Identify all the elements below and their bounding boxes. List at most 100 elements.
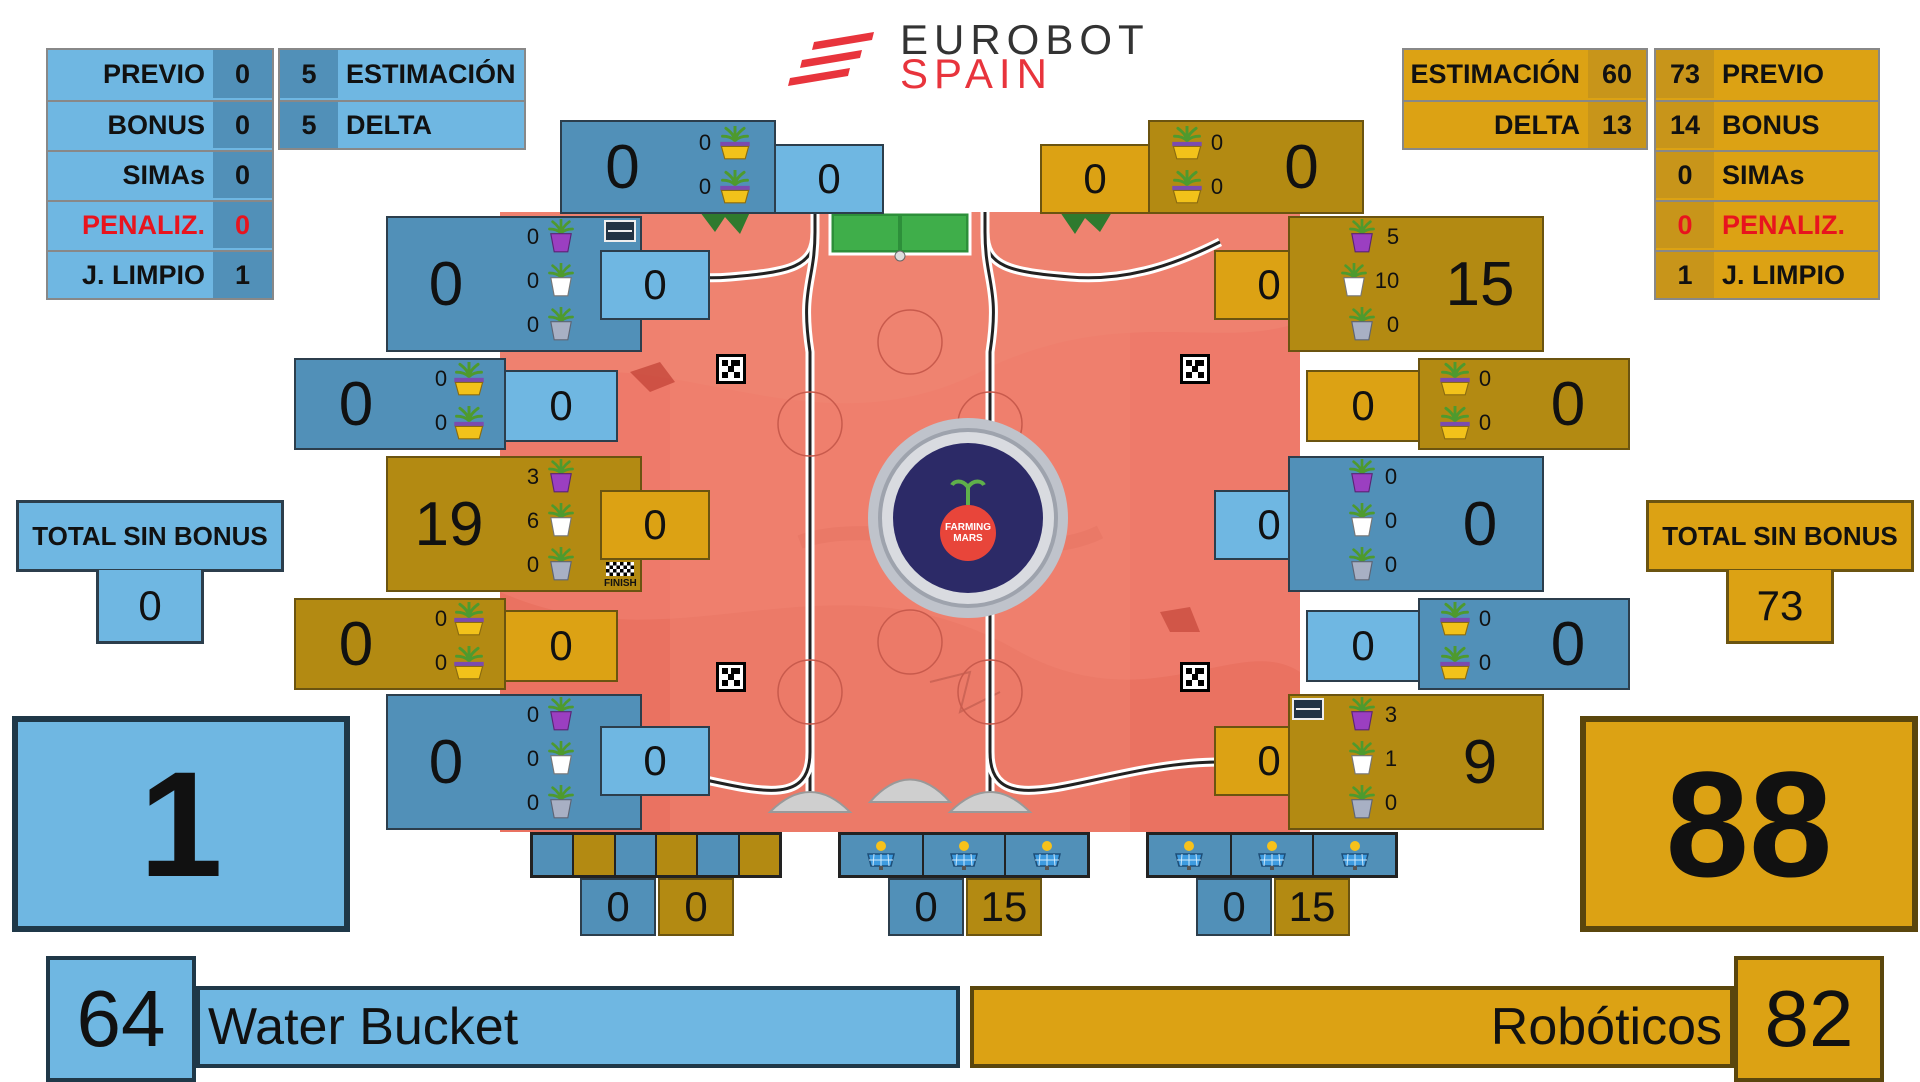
zone-top-left-count1: 0 [698, 130, 712, 155]
left-estimacion-value: 5 [280, 50, 338, 98]
zone-top-right-count2: 0 [1210, 174, 1224, 199]
zone-l3-count2: 6 [526, 508, 540, 533]
farming-mars-badge: FARMING MARS [893, 443, 1043, 593]
right-total-value: 73 [1726, 570, 1834, 644]
zone-l1-count1: 0 [526, 224, 540, 249]
planter-icon [1170, 170, 1204, 204]
right-delta-value: 13 [1588, 100, 1646, 148]
right-score: 88 [1580, 716, 1918, 932]
zone-r4-count2: 0 [1478, 650, 1492, 675]
purple-pot-icon [547, 459, 575, 493]
zone-l1-count3: 0 [526, 312, 540, 337]
solar-panel-icon [1338, 840, 1372, 870]
zone-l1-side: 0 [600, 250, 710, 320]
zone-r5-count3: 0 [1384, 790, 1398, 815]
eurobot-logo-icon [788, 32, 874, 86]
purple-pot-icon [1348, 459, 1376, 493]
zone-top-left-side: 0 [776, 144, 884, 214]
solar-group-1-blue: 0 [580, 878, 656, 936]
zone-l3-count1: 3 [526, 464, 540, 489]
right-previo-value: 73 [1656, 50, 1714, 98]
zone-top-left-score: 0 [605, 132, 640, 202]
zone-l3-side: 0 [600, 490, 710, 560]
zone-l3-count3: 0 [526, 552, 540, 577]
planter-icon [1438, 362, 1472, 396]
purple-pot-icon [547, 219, 575, 253]
solar-panel-icon [864, 840, 898, 870]
left-simas-value: 0 [213, 150, 272, 198]
left-previo-label: PREVIO [102, 58, 205, 89]
grey-pot-icon [547, 785, 575, 819]
start-area-icon [1292, 698, 1324, 720]
zone-l5 [386, 694, 642, 830]
grey-pot-icon [547, 547, 575, 581]
white-pot-icon [1348, 741, 1376, 775]
zone-r1-count1: 5 [1386, 224, 1400, 249]
left-team-name: Water Bucket [196, 986, 960, 1068]
zone-l5-score: 0 [428, 727, 464, 797]
right-team-name: Robóticos [970, 986, 1734, 1068]
zone-r1-count2: 10 [1374, 268, 1400, 293]
zone-r3-score: 0 [1462, 489, 1498, 559]
planter-icon [1438, 602, 1472, 636]
badge-line1: FARMING [944, 522, 992, 533]
solar-panel-icon [1172, 840, 1206, 870]
solar-group-2-gold: 15 [966, 878, 1042, 936]
solar-group-2-blue: 0 [888, 878, 964, 936]
planter-icon [452, 602, 486, 636]
left-estimacion-label: ESTIMACIÓN [346, 58, 516, 89]
solar-group-3 [1146, 832, 1398, 878]
white-pot-icon [547, 263, 575, 297]
badge-line2: MARS [953, 533, 983, 544]
zone-r5-count1: 3 [1384, 702, 1398, 727]
solar-group-3-gold: 15 [1274, 878, 1350, 936]
solar-panel-icon [1255, 840, 1289, 870]
planter-icon [1438, 406, 1472, 440]
left-delta-label: DELTA [338, 100, 524, 148]
zone-top-right-side: 0 [1040, 144, 1148, 214]
planter-icon [1438, 646, 1472, 680]
zone-r1 [1288, 216, 1544, 352]
zone-top-right-score: 0 [1284, 132, 1319, 202]
left-penaliz-label: PENALIZ. [48, 200, 213, 248]
zone-r5 [1288, 694, 1544, 830]
zone-l4-side: 0 [506, 610, 618, 682]
zone-r2-side: 0 [1306, 370, 1418, 442]
right-team-number: 82 [1734, 956, 1884, 1082]
grey-pot-icon [547, 307, 575, 341]
zone-l5-side: 0 [600, 726, 710, 796]
left-jlimpio-value: 1 [213, 250, 272, 298]
purple-pot-icon [1348, 219, 1376, 253]
planter-icon [452, 646, 486, 680]
zone-r3 [1288, 456, 1544, 592]
sprout-icon [950, 479, 986, 505]
left-delta-value: 5 [280, 100, 338, 148]
zone-l4-count2: 0 [434, 650, 448, 675]
zone-l5-count2: 0 [526, 746, 540, 771]
right-penaliz-label: PENALIZ. [1714, 200, 1878, 248]
zone-r1-score: 15 [1445, 249, 1515, 319]
zone-r1-count3: 0 [1386, 312, 1400, 337]
left-penaliz-value: 0 [213, 200, 272, 248]
right-delta-label: DELTA [1404, 100, 1588, 148]
solar-group-1 [530, 832, 782, 878]
right-estimacion-value: 60 [1588, 50, 1646, 98]
white-pot-icon [547, 741, 575, 775]
zone-l4-count1: 0 [434, 606, 448, 631]
zone-l2-score: 0 [338, 369, 374, 439]
planter-icon [452, 406, 486, 440]
right-jlimpio-value: 1 [1656, 250, 1714, 298]
zone-r4-side: 0 [1306, 610, 1418, 682]
aruco-marker-icon [716, 354, 746, 384]
left-team-number: 64 [46, 956, 196, 1082]
right-bonus-value: 14 [1656, 100, 1714, 148]
solar-panel-icon [1030, 840, 1064, 870]
zone-top-right-count1: 0 [1210, 130, 1224, 155]
zone-r2-count1: 0 [1478, 366, 1492, 391]
planter-icon [1170, 126, 1204, 160]
zone-r4-count1: 0 [1478, 606, 1492, 631]
zone-l5-count3: 0 [526, 790, 540, 815]
right-penaliz-value: 0 [1656, 200, 1714, 248]
logo-text-spain: SPAIN [900, 50, 1053, 97]
white-pot-icon [1340, 263, 1368, 297]
